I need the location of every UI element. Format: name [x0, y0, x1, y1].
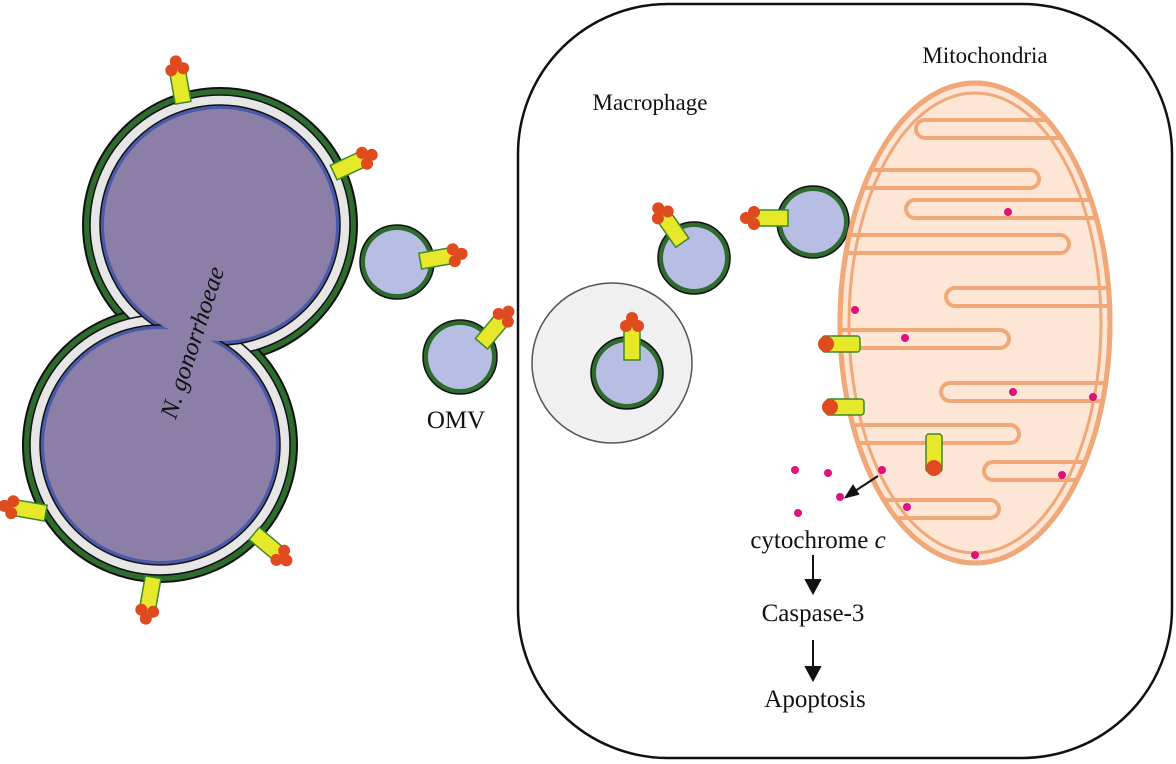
omv-label: OMV — [427, 407, 485, 434]
cytochrome-c-label: cytochrome c — [750, 527, 885, 554]
macrophage-label: Macrophage — [593, 90, 708, 115]
mitochondria-label: Mitochondria — [922, 43, 1047, 68]
caspase-label: Caspase-3 — [762, 600, 865, 627]
porin — [165, 55, 192, 105]
mitochondrion: Mitochondria — [837, 43, 1113, 566]
omv-vesicle — [359, 224, 468, 300]
release-arrow — [843, 475, 879, 499]
porin — [0, 495, 48, 522]
cytochrome-c-letter: c — [875, 527, 886, 554]
arrow-to-apoptosis — [804, 640, 822, 683]
macrophage-membrane — [516, 2, 1174, 760]
bacterium-porins — [0, 55, 378, 625]
bacterium-cytoplasm — [39, 104, 341, 566]
porin — [329, 146, 378, 181]
porin-inserted — [925, 433, 943, 476]
porin-inserted — [822, 398, 865, 416]
cytochrome-word: cytochrome — [750, 527, 868, 554]
pathway-arrows — [804, 475, 879, 683]
mitochondrial-porins — [818, 335, 943, 476]
free-omvs: OMV — [359, 224, 515, 434]
mitochondrion-cristae — [840, 118, 1110, 520]
cytochrome-c-dots — [791, 208, 1097, 559]
omv-vesicle — [651, 202, 731, 295]
arrow-to-caspase — [804, 555, 822, 596]
apoptosis-label: Apoptosis — [764, 686, 865, 713]
porin-inserted — [818, 335, 861, 353]
endosome — [531, 282, 693, 444]
porin — [248, 526, 293, 567]
omv-vesicle — [740, 185, 850, 259]
bacterium: N. gonorrhoeae — [22, 87, 358, 583]
omv-vesicle — [422, 305, 515, 395]
porin — [135, 575, 162, 625]
macrophage: Macrophage — [516, 2, 1174, 760]
